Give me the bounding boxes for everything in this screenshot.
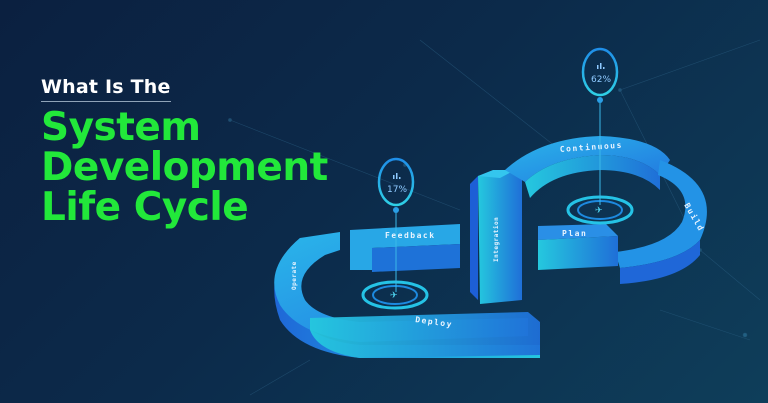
bar-chart-icon [393,173,401,179]
stage-label-operate: Operate [291,261,298,290]
left-loop: ✈ [274,224,540,358]
title-kicker: What Is The [41,76,171,102]
title-line-1: System [41,105,201,150]
stage-label-continuous: Continuous [559,140,623,154]
page-title: System Development Life Cycle [41,108,328,228]
stage-label-feedback: Feedback [385,231,436,240]
left-indicator: 17% [377,157,415,292]
stage-label-plan: Plan [562,229,587,238]
right-indicator: 62% [581,47,619,205]
right-indicator-value: 62% [591,75,611,85]
stage-label-integration: Integration [493,217,500,262]
left-rocket-icon: ✈ [390,290,398,300]
right-rocket-icon: ✈ [595,205,603,215]
title-line-2: Development [41,145,328,190]
title-block: What Is The System Development Life Cycl… [41,76,328,228]
title-line-3: Life Cycle [41,185,249,230]
network-lines [228,39,761,396]
right-loop: ✈ [505,136,707,284]
left-target-ring [361,280,429,310]
bar-chart-icon [597,63,605,69]
left-indicator-value: 17% [387,185,407,195]
integration-connector [470,170,522,304]
